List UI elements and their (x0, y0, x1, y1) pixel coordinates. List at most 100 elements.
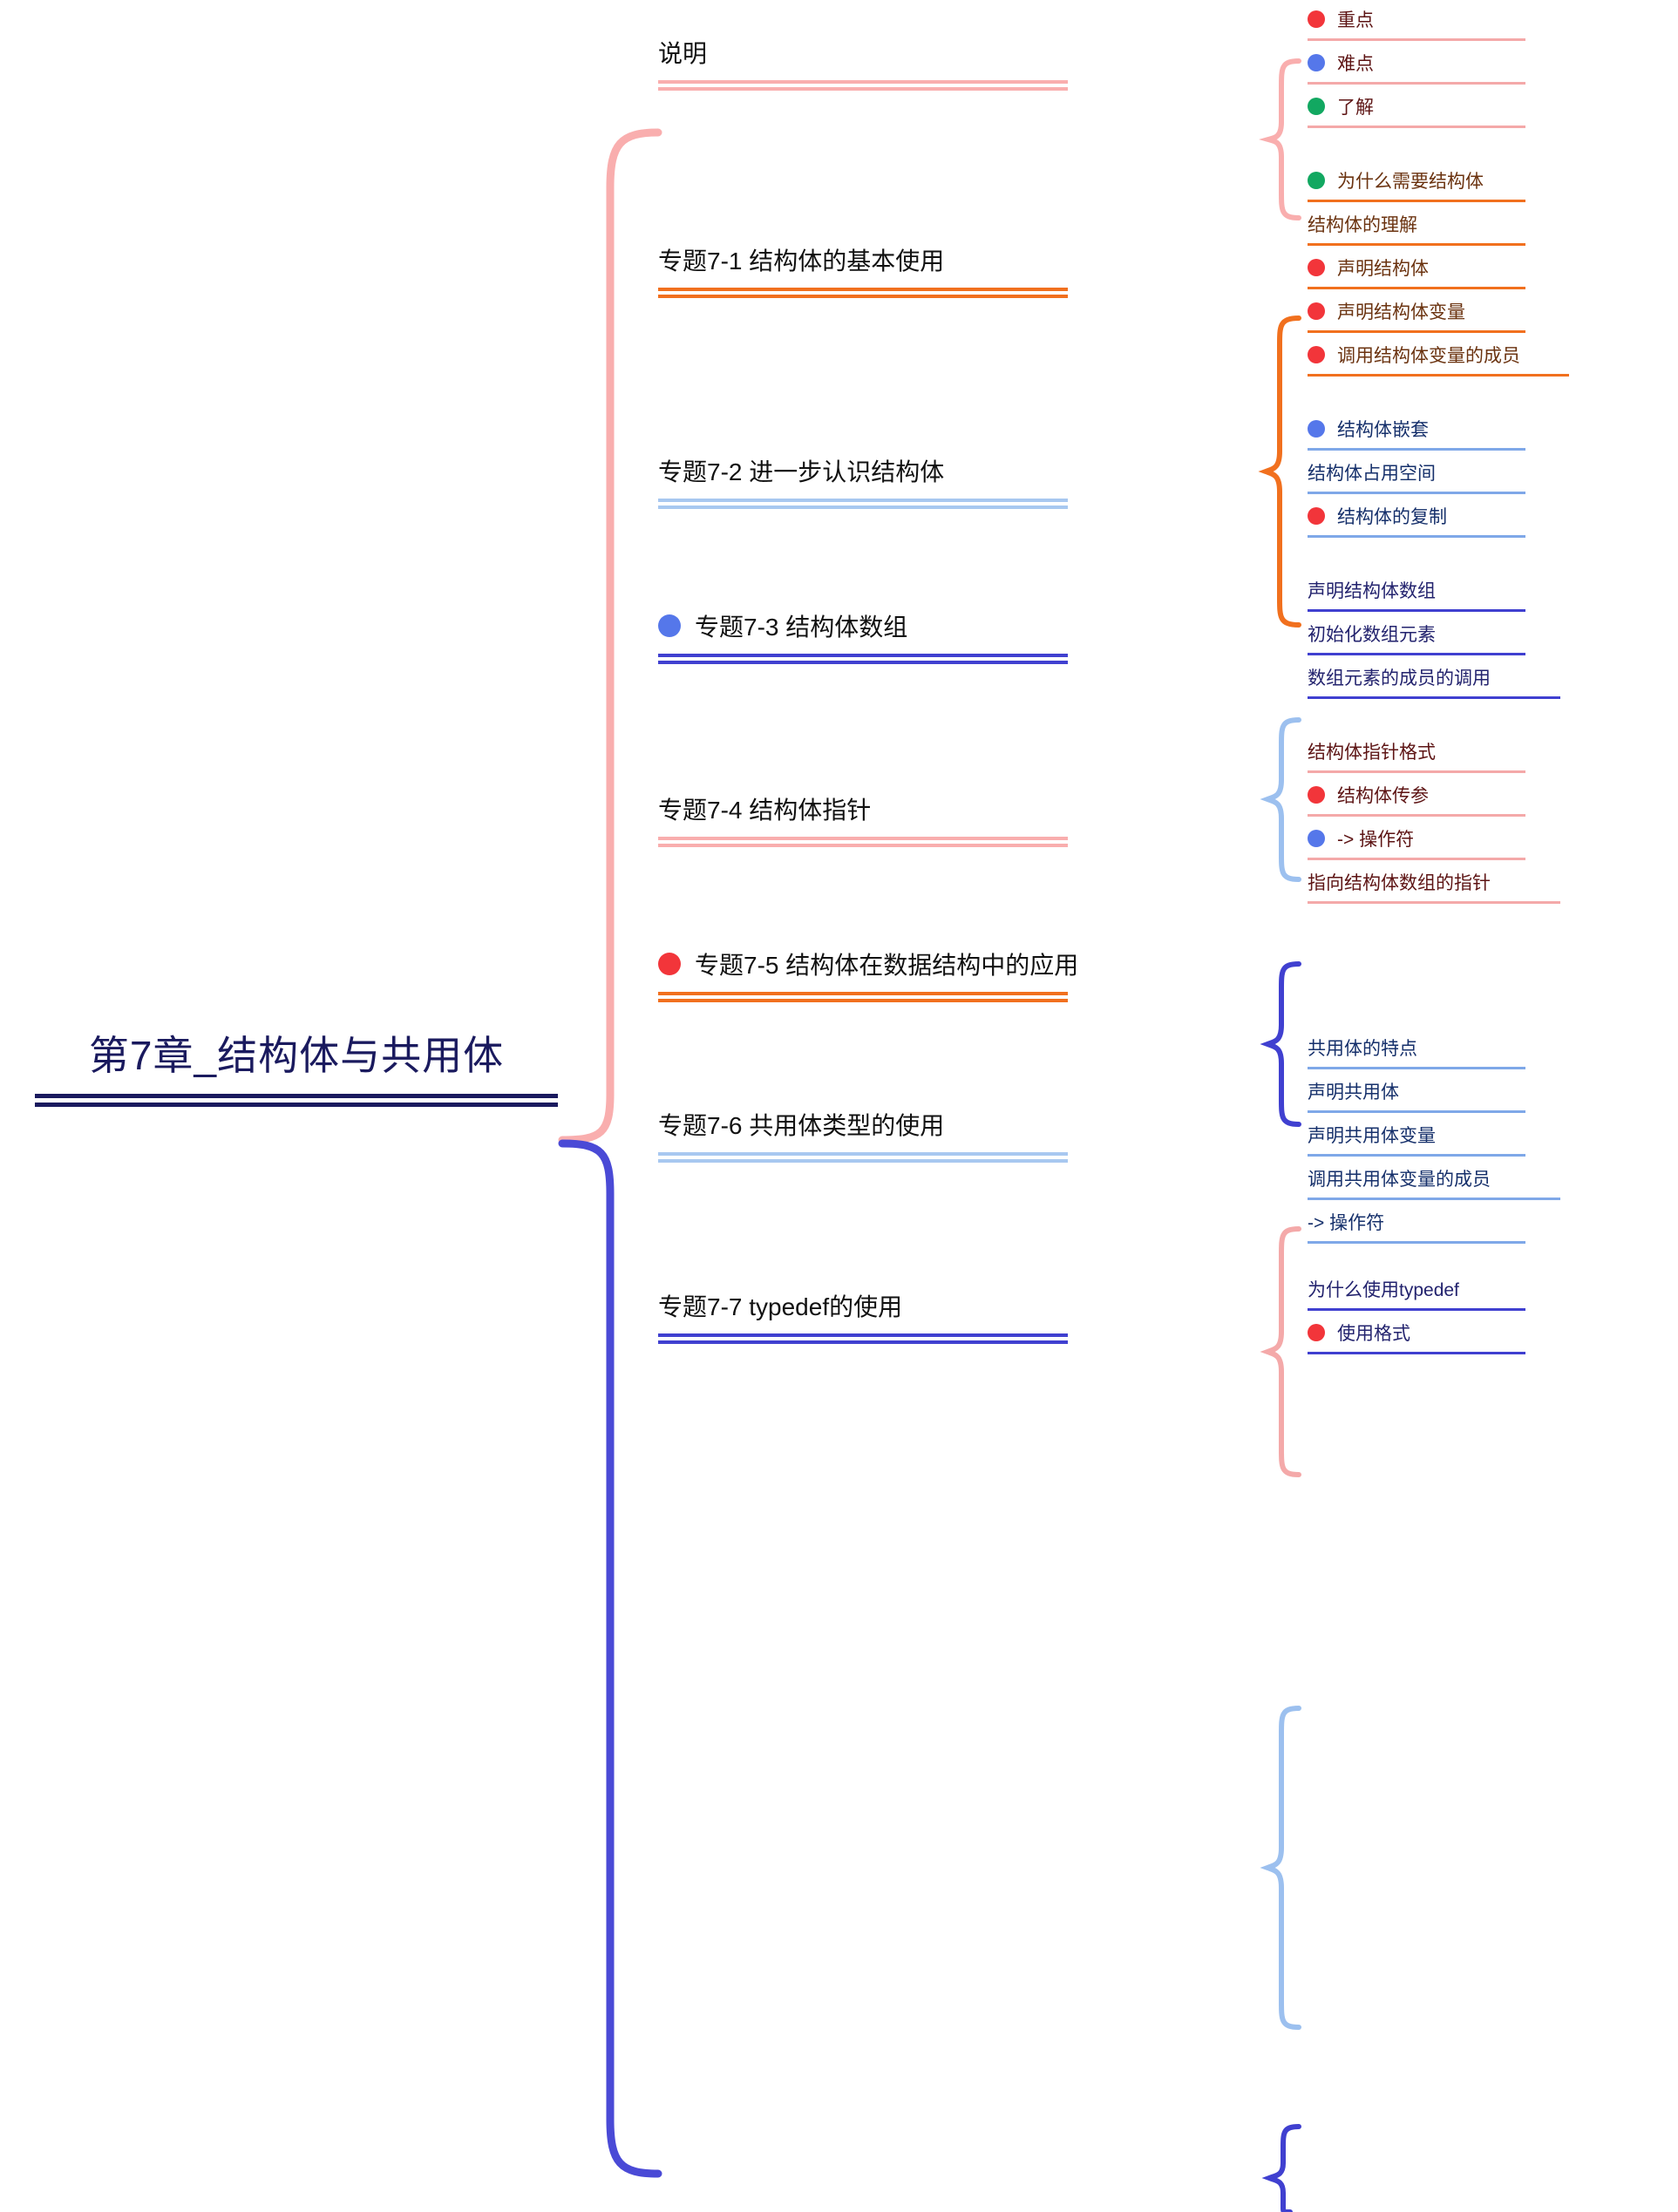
leaf-row: 了解 (1308, 87, 1525, 126)
leaf-why-struct[interactable]: 为什么需要结构体 (1308, 161, 1525, 202)
branch-t74-underline (658, 837, 1068, 847)
leaf-underline (1308, 492, 1525, 494)
leaf-row: 调用共用体变量的成员 (1308, 1159, 1560, 1198)
branch-t72[interactable]: 专题7-2 进一步认识结构体 (658, 453, 1068, 509)
leaf-struct-nesting[interactable]: 结构体嵌套 (1308, 410, 1525, 451)
leaf-row: 共用体的特点 (1308, 1028, 1525, 1067)
leaf-nandian[interactable]: 难点 (1308, 44, 1525, 85)
leaf-call-union-member[interactable]: 调用共用体变量的成员 (1308, 1159, 1560, 1200)
leaf-underline (1308, 535, 1525, 538)
branch-t73-underline (658, 654, 1068, 664)
leaf-label: 指向结构体数组的指针 (1308, 873, 1491, 893)
leaf-row: 数组元素的成员的调用 (1308, 658, 1560, 696)
leaf-zhongdian[interactable]: 重点 (1308, 0, 1525, 41)
leaf-declare-union[interactable]: 声明共用体 (1308, 1072, 1525, 1113)
leaf-row: 声明结构体变量 (1308, 292, 1525, 330)
leaf-label: 难点 (1337, 54, 1374, 74)
branch-shuoming[interactable]: 说明 (658, 35, 1068, 91)
leaf-row: 声明结构体 (1308, 248, 1525, 287)
branch-shuoming-label: 说明 (658, 40, 708, 67)
branch-t76-row: 专题7-6 共用体类型的使用 (658, 1107, 1068, 1142)
branch-t77-label: 专题7-7 typedef的使用 (658, 1293, 903, 1320)
leaf-label: 调用共用体变量的成员 (1308, 1170, 1491, 1190)
leaf-struct-copy[interactable]: 结构体的复制 (1308, 497, 1525, 538)
red-dot-icon (1308, 346, 1325, 363)
branch-t74[interactable]: 专题7-4 结构体指针 (658, 791, 1068, 847)
leaf-pointer-to-struct-array[interactable]: 指向结构体数组的指针 (1308, 863, 1560, 904)
leaf-underline (1308, 770, 1525, 773)
root-node[interactable]: 第7章_结构体与共用体 (35, 1024, 558, 1107)
leaf-declare-struct[interactable]: 声明结构体 (1308, 248, 1525, 289)
leaf-row: 重点 (1308, 0, 1525, 38)
leaf-declare-struct-array[interactable]: 声明结构体数组 (1308, 571, 1525, 612)
leaf-struct-param-pass[interactable]: 结构体传参 (1308, 776, 1525, 817)
leaf-declare-union-var[interactable]: 声明共用体变量 (1308, 1116, 1525, 1157)
branch-t71[interactable]: 专题7-1 结构体的基本使用 (658, 242, 1068, 298)
branch-t74-row: 专题7-4 结构体指针 (658, 791, 1068, 826)
green-dot-icon (1308, 172, 1325, 189)
leaf-struct-pointer-format[interactable]: 结构体指针格式 (1308, 732, 1525, 773)
leaf-label: 为什么需要结构体 (1337, 172, 1484, 192)
leaf-liaojie[interactable]: 了解 (1308, 87, 1525, 128)
leaf-row: 结构体嵌套 (1308, 410, 1525, 448)
leaf-underline (1308, 653, 1525, 655)
leaf-label: 结构体占用空间 (1308, 464, 1436, 484)
red-dot-icon (1308, 259, 1325, 276)
leaf-underline (1308, 1308, 1525, 1311)
branch-t76[interactable]: 专题7-6 共用体类型的使用 (658, 1107, 1068, 1163)
root-underline (35, 1094, 558, 1107)
leaf-underline (1308, 287, 1525, 289)
green-dot-icon (1308, 98, 1325, 115)
branch-t75-underline (658, 992, 1068, 1002)
branch-t75[interactable]: 专题7-5 结构体在数据结构中的应用 (658, 947, 1181, 1002)
leaf-row: 结构体传参 (1308, 776, 1525, 814)
red-dot-icon (1308, 302, 1325, 320)
branch-t77-underline (658, 1333, 1068, 1344)
branch-t75-row: 专题7-5 结构体在数据结构中的应用 (658, 947, 1181, 981)
leaf-label: 数组元素的成员的调用 (1308, 668, 1491, 689)
leaf-struct-space[interactable]: 结构体占用空间 (1308, 453, 1525, 494)
leaf-label: -> 操作符 (1337, 830, 1415, 850)
leaf-row: 初始化数组元素 (1308, 614, 1525, 653)
leaf-row: -> 操作符 (1308, 1203, 1525, 1241)
leaf-array-member-call[interactable]: 数组元素的成员的调用 (1308, 658, 1560, 699)
red-dot-icon (1308, 10, 1325, 28)
leaf-struct-understand[interactable]: 结构体的理解 (1308, 205, 1525, 246)
leaf-row: 难点 (1308, 44, 1525, 82)
leaf-call-struct-member[interactable]: 调用结构体变量的成员 (1308, 336, 1569, 377)
leaf-label: 调用结构体变量的成员 (1337, 346, 1520, 366)
leaf-label: 结构体指针格式 (1308, 743, 1436, 763)
leaf-label: 为什么使用typedef (1308, 1280, 1459, 1300)
leaf-row: 结构体的复制 (1308, 497, 1525, 535)
leaf-declare-struct-var[interactable]: 声明结构体变量 (1308, 292, 1525, 333)
leaf-row: 为什么使用typedef (1308, 1270, 1525, 1308)
leaf-underline (1308, 901, 1560, 904)
leaf-underline (1308, 82, 1525, 85)
branch-t77[interactable]: 专题7-7 typedef的使用 (658, 1288, 1068, 1344)
leaf-label: 结构体嵌套 (1337, 420, 1429, 440)
branch-t72-underline (658, 499, 1068, 509)
root-row: 第7章_结构体与共用体 (35, 1024, 558, 1082)
leaf-label: 共用体的特点 (1308, 1039, 1417, 1059)
leaf-label: -> 操作符 (1308, 1213, 1385, 1233)
branch-shuoming-underline (658, 80, 1068, 91)
leaf-init-array-element[interactable]: 初始化数组元素 (1308, 614, 1525, 655)
leaf-row: 调用结构体变量的成员 (1308, 336, 1569, 374)
leaf-arrow-operator[interactable]: -> 操作符 (1308, 819, 1525, 860)
branch-t77-row: 专题7-7 typedef的使用 (658, 1288, 1068, 1323)
red-dot-icon (658, 953, 681, 975)
leaf-underline (1308, 1241, 1525, 1244)
leaf-underline (1308, 1352, 1525, 1354)
leaf-typedef-format[interactable]: 使用格式 (1308, 1313, 1525, 1354)
branch-t76-label: 专题7-6 共用体类型的使用 (658, 1112, 945, 1139)
leaf-union-arrow-operator[interactable]: -> 操作符 (1308, 1203, 1525, 1244)
leaf-row: 结构体指针格式 (1308, 732, 1525, 770)
leaf-why-typedef[interactable]: 为什么使用typedef (1308, 1270, 1525, 1311)
branch-t73[interactable]: 专题7-3 结构体数组 (658, 608, 1068, 664)
leaf-underline (1308, 696, 1560, 699)
leaf-row: 结构体占用空间 (1308, 453, 1525, 492)
leaf-underline (1308, 814, 1525, 817)
red-dot-icon (1308, 507, 1325, 525)
leaf-union-features[interactable]: 共用体的特点 (1308, 1028, 1525, 1069)
